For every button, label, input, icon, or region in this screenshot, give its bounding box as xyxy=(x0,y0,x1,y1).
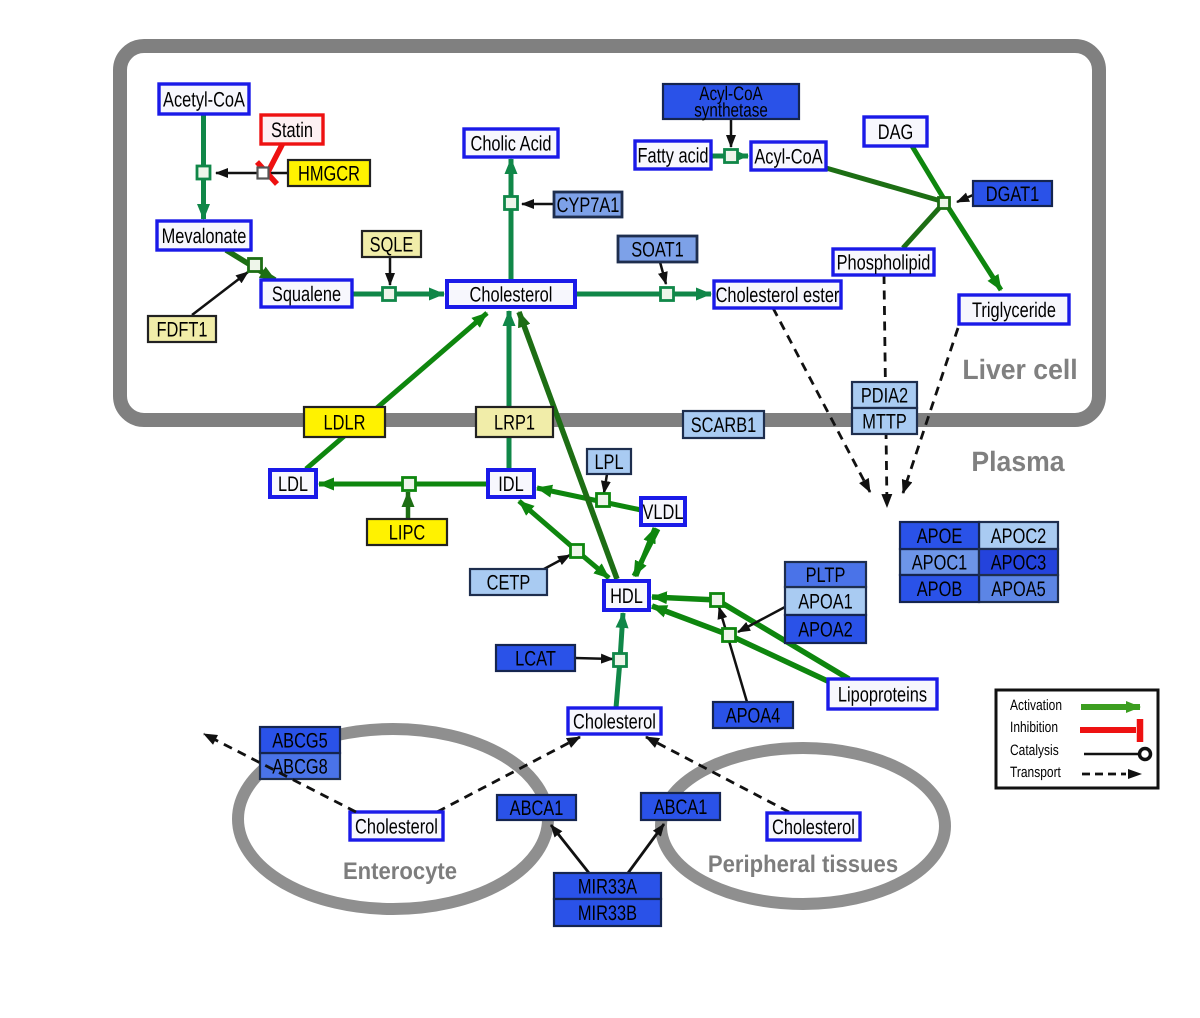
svg-text:Cholesterol: Cholesterol xyxy=(355,815,438,838)
svg-text:ABCA1: ABCA1 xyxy=(510,797,564,820)
svg-text:LRP1: LRP1 xyxy=(494,411,535,434)
svg-text:Inhibition: Inhibition xyxy=(1010,719,1058,736)
svg-text:HDL: HDL xyxy=(610,585,643,608)
svg-text:Transport: Transport xyxy=(1010,764,1062,781)
svg-text:CYP7A1: CYP7A1 xyxy=(557,194,620,217)
svg-text:Fatty acid: Fatty acid xyxy=(638,144,709,167)
svg-text:Cholesterol: Cholesterol xyxy=(573,710,656,733)
svg-text:APOC1: APOC1 xyxy=(912,551,968,574)
svg-text:APOA2: APOA2 xyxy=(798,618,853,641)
svg-text:DAG: DAG xyxy=(878,121,914,144)
svg-text:DGAT1: DGAT1 xyxy=(986,183,1039,206)
svg-text:APOB: APOB xyxy=(917,578,963,601)
svg-text:Acyl-CoA: Acyl-CoA xyxy=(754,145,822,168)
svg-text:ABCG5: ABCG5 xyxy=(272,729,328,752)
svg-text:APOA5: APOA5 xyxy=(991,578,1046,601)
svg-text:Cholesterol: Cholesterol xyxy=(470,283,553,306)
svg-text:VLDL: VLDL xyxy=(643,501,684,524)
svg-text:APOC3: APOC3 xyxy=(991,551,1047,574)
svg-text:Enterocyte: Enterocyte xyxy=(343,858,457,885)
svg-text:SOAT1: SOAT1 xyxy=(631,238,684,261)
svg-text:LDLR: LDLR xyxy=(324,411,366,434)
svg-text:LDL: LDL xyxy=(278,473,308,496)
svg-text:Cholesterol: Cholesterol xyxy=(772,816,855,839)
svg-text:synthetase: synthetase xyxy=(694,100,768,122)
svg-text:Peripheral tissues: Peripheral tissues xyxy=(708,851,898,878)
svg-text:Phospholipid: Phospholipid xyxy=(837,251,931,274)
svg-text:Cholic Acid: Cholic Acid xyxy=(471,132,552,155)
svg-text:FDFT1: FDFT1 xyxy=(157,318,208,341)
svg-text:APOA4: APOA4 xyxy=(726,704,781,727)
svg-text:LCAT: LCAT xyxy=(515,647,556,670)
svg-text:ABCG8: ABCG8 xyxy=(272,755,328,778)
svg-text:PDIA2: PDIA2 xyxy=(861,384,908,407)
svg-text:MIR33B: MIR33B xyxy=(578,902,637,925)
svg-text:Acyl-CoA: Acyl-CoA xyxy=(699,83,762,105)
svg-text:Acetyl-CoA: Acetyl-CoA xyxy=(163,88,245,111)
svg-text:Mevalonate: Mevalonate xyxy=(162,225,247,248)
svg-text:LPL: LPL xyxy=(594,451,623,474)
svg-text:APOC2: APOC2 xyxy=(991,525,1047,548)
svg-text:Plasma: Plasma xyxy=(971,446,1065,477)
svg-text:MTTP: MTTP xyxy=(862,410,907,433)
svg-text:Catalysis: Catalysis xyxy=(1010,742,1059,759)
svg-text:Triglyceride: Triglyceride xyxy=(972,299,1056,322)
svg-text:APOE: APOE xyxy=(917,525,963,548)
svg-text:PLTP: PLTP xyxy=(806,564,846,587)
svg-text:MIR33A: MIR33A xyxy=(578,875,637,898)
svg-text:SCARB1: SCARB1 xyxy=(691,414,757,437)
svg-text:ABCA1: ABCA1 xyxy=(654,796,708,819)
svg-text:APOA1: APOA1 xyxy=(798,590,853,613)
svg-text:Cholesterol ester: Cholesterol ester xyxy=(716,284,840,307)
svg-text:Squalene: Squalene xyxy=(272,283,341,306)
svg-text:IDL: IDL xyxy=(498,473,524,496)
svg-text:LIPC: LIPC xyxy=(389,521,425,544)
svg-text:SQLE: SQLE xyxy=(370,233,414,256)
svg-text:Activation: Activation xyxy=(1010,697,1062,714)
svg-text:Statin: Statin xyxy=(271,119,313,142)
svg-text:HMGCR: HMGCR xyxy=(298,162,360,185)
svg-text:Liver cell: Liver cell xyxy=(962,354,1077,385)
svg-text:CETP: CETP xyxy=(487,571,531,594)
svg-text:Lipoproteins: Lipoproteins xyxy=(838,683,927,706)
